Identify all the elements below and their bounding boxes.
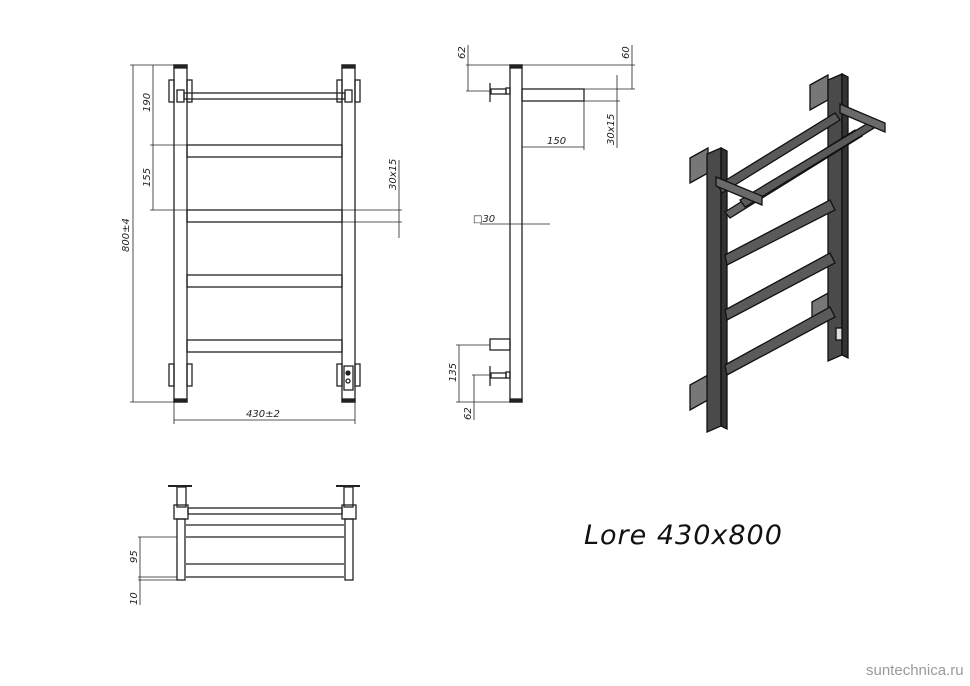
dim-shelf-section: 30x15	[606, 114, 617, 145]
front-view	[130, 64, 402, 424]
dim-top-gap: 190	[142, 93, 153, 112]
dim-top-95: 95	[129, 550, 140, 563]
dim-top-10: 10	[129, 592, 140, 605]
isometric-view	[689, 72, 886, 433]
dim-side-62-top: 62	[457, 46, 468, 59]
product-title: Lore 430x800	[584, 520, 783, 551]
dim-height: 800±4	[121, 218, 132, 252]
top-view	[138, 485, 360, 605]
dim-shelf-depth: 150	[547, 136, 566, 147]
dim-side-62-bottom: 62	[463, 407, 474, 420]
side-view	[456, 45, 635, 420]
dim-side-60: 60	[621, 46, 632, 59]
dim-side-135: 135	[448, 363, 459, 382]
dim-bar-section: 30x15	[388, 159, 399, 190]
dim-width: 430±2	[246, 409, 280, 420]
watermark: suntechnica.ru	[866, 662, 964, 679]
dim-bar-pitch: 155	[142, 168, 153, 187]
dim-post-section: □30	[473, 214, 495, 225]
